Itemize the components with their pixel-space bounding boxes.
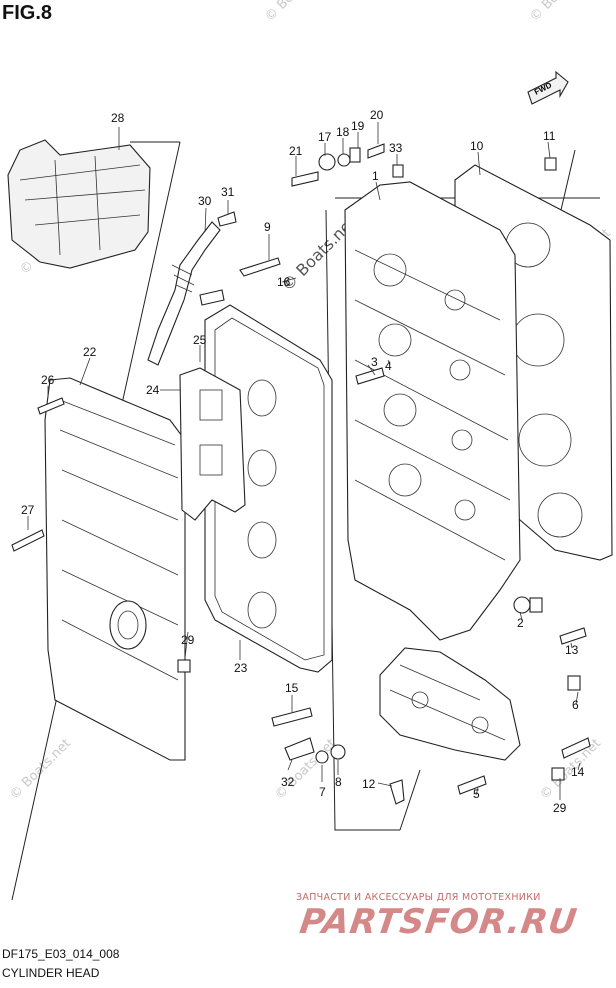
head-cover-part-22 — [44, 377, 186, 761]
bolt-part-12 — [389, 779, 405, 805]
callout-26: 26 — [41, 373, 55, 387]
callout-18: 18 — [336, 125, 350, 139]
callout-15: 15 — [285, 681, 299, 695]
ring-part-18 — [337, 153, 351, 167]
callout-6: 6 — [572, 698, 579, 712]
callout-23: 23 — [234, 661, 248, 675]
callout-25: 25 — [193, 333, 207, 347]
callout-8: 8 — [335, 775, 342, 789]
callout-labels: 28 22 30 31 9 21 17 18 19 20 33 11 10 1 … — [21, 108, 585, 815]
callout-11: 11 — [543, 129, 556, 143]
callout-29b: 29 — [553, 801, 567, 815]
callout-19: 19 — [351, 119, 365, 133]
callout-32: 32 — [281, 775, 295, 789]
small-parts — [11, 143, 591, 805]
figure-name: CYLINDER HEAD — [2, 966, 100, 980]
callout-12: 12 — [362, 777, 376, 791]
callout-13: 13 — [565, 643, 579, 657]
plug-part-29b — [551, 767, 565, 781]
callout-1: 1 — [372, 169, 379, 183]
bolt-part-9 — [239, 257, 281, 277]
sensor-part-32 — [284, 737, 315, 761]
watermark-boats: © Boats.net — [262, 0, 329, 25]
callout-14: 14 — [571, 765, 585, 779]
ring-part-2 — [513, 596, 531, 614]
callout-10: 10 — [470, 139, 484, 153]
callout-24: 24 — [146, 383, 160, 397]
bolt-part-5 — [457, 775, 487, 795]
callout-21: 21 — [289, 144, 303, 158]
callout-3: 3 — [371, 355, 378, 369]
callout-27: 27 — [21, 503, 35, 517]
bolt-part-27 — [11, 529, 45, 552]
pin-part-11 — [544, 157, 557, 171]
callout-28: 28 — [111, 111, 125, 125]
bolt-part-13 — [559, 627, 587, 645]
callout-7: 7 — [319, 785, 326, 799]
lower-housing-part — [379, 647, 521, 761]
plug-part-29 — [177, 659, 191, 673]
bolt-part-20 — [367, 143, 385, 159]
plate-part-24 — [179, 367, 246, 521]
ring-part-17 — [318, 153, 336, 171]
figure-code: DF175_E03_014_008 — [2, 947, 120, 961]
shop-watermark-logo: PARTSFOR.RU — [297, 902, 580, 942]
callout-4: 4 — [385, 359, 392, 373]
pin-part-6 — [567, 675, 581, 691]
engine-cover-part-28 — [7, 139, 151, 269]
callout-29: 29 — [181, 633, 195, 647]
callout-33: 33 — [389, 141, 403, 155]
washer-part-7 — [315, 750, 329, 764]
callout-5: 5 — [473, 787, 480, 801]
bolt-part-21 — [291, 171, 319, 187]
ring-part-8 — [330, 744, 346, 760]
callout-16: 16 — [277, 275, 291, 289]
bolt-part-3 — [355, 367, 385, 385]
bolt-part-15 — [271, 707, 313, 727]
watermark-boats: © Boats.net — [527, 0, 594, 25]
fwd-arrow-icon: FWD — [527, 70, 569, 105]
callout-9: 9 — [264, 220, 271, 234]
callout-2: 2 — [517, 616, 524, 630]
bolt-part-26 — [37, 397, 65, 415]
cylinder-head-part-1 — [344, 181, 521, 641]
callout-20: 20 — [370, 108, 384, 122]
figure-title: FIG.8 — [2, 2, 53, 24]
plug-part-19 — [349, 147, 361, 163]
clamp-part-31 — [217, 211, 237, 227]
shop-watermark-text: ЗАПЧАСТИ И АКСЕССУАРЫ ДЛЯ МОТОТЕХНИКИ — [296, 892, 541, 903]
callout-22: 22 — [83, 345, 97, 359]
callout-30: 30 — [198, 194, 212, 208]
leader-lines — [27, 122, 581, 800]
breather-hose-part-30 — [147, 221, 221, 366]
callout-17: 17 — [318, 130, 332, 144]
callout-31: 31 — [221, 185, 235, 199]
bolt-part-14 — [561, 737, 591, 759]
plug-part-33 — [392, 164, 404, 178]
